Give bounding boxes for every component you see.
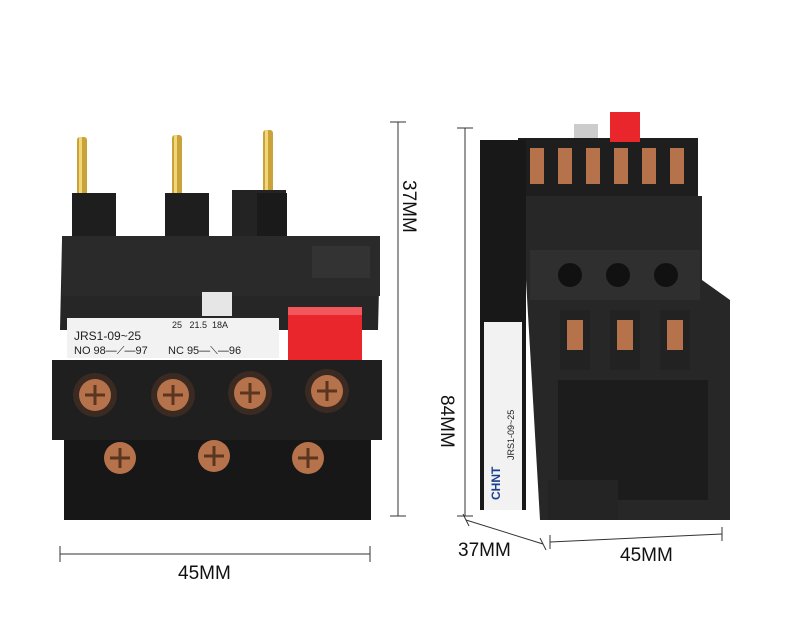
front-model-label: JRS1-09~25 — [74, 329, 141, 343]
side-depth-dimension: 37MM — [458, 540, 511, 561]
front-dimension-lines — [59, 121, 406, 562]
top-reset-button — [610, 112, 640, 142]
front-width-dimension: 45MM — [178, 563, 231, 584]
side-width-dimension: 45MM — [620, 545, 673, 566]
side-model-label: JRS1-09~25 — [506, 410, 516, 460]
front-nc-label: NC 95—⟍—96 — [168, 345, 241, 357]
side-height-dimension: 84MM — [436, 395, 457, 448]
side-relay-view: CHNT JRS1-09~25 — [480, 112, 730, 520]
side-label-plate — [484, 322, 522, 510]
front-amp-scale: 25 21.5 18A — [172, 320, 228, 330]
front-relay-view: JRS1-09~25 NO 98—⟋—97 25 21.5 18A NC 95—… — [52, 130, 382, 520]
terminal-screws-lower — [104, 440, 324, 474]
side-brand-label: CHNT — [489, 466, 503, 500]
front-no-label: NO 98—⟋—97 — [74, 345, 148, 357]
top-terminal-screws — [530, 148, 684, 184]
reset-button — [288, 307, 362, 365]
brass-pins — [77, 130, 273, 199]
terminal-screws-upper — [73, 369, 349, 417]
bottom-terminal-screws — [560, 310, 690, 370]
